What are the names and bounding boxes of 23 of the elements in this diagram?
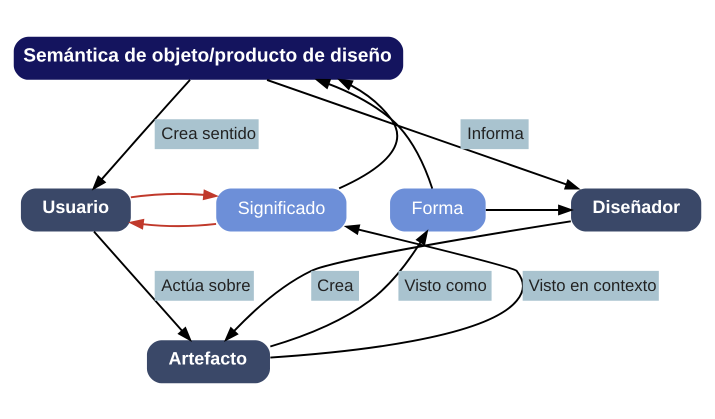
- arrow: [270, 224, 524, 358]
- edge-label: Crea sentido: [161, 124, 256, 143]
- arrow: [266, 78, 581, 189]
- edge-label: Visto como: [404, 275, 487, 294]
- node-box: Diseñador: [571, 188, 702, 231]
- arrow: [92, 78, 191, 190]
- arrow: [93, 230, 192, 342]
- arrow: [224, 220, 571, 342]
- arrow: [486, 204, 574, 216]
- arrow: [270, 228, 428, 347]
- node-box: Forma: [390, 188, 486, 231]
- edge-label: Crea: [317, 275, 354, 294]
- arrow: [130, 188, 219, 200]
- arrow: [314, 78, 434, 188]
- node-box: Usuario: [20, 188, 131, 231]
- edge-label: Actúa sobre: [161, 275, 250, 294]
- node-box: Significado: [216, 188, 346, 231]
- arrow: [337, 78, 398, 189]
- arrow: [128, 218, 216, 230]
- node-box: Artefacto: [146, 340, 270, 383]
- node-box: Semántica de objeto/producto de diseño: [14, 36, 404, 80]
- edge-label: Visto en contexto: [528, 275, 657, 294]
- edge-label: Informa: [467, 124, 524, 143]
